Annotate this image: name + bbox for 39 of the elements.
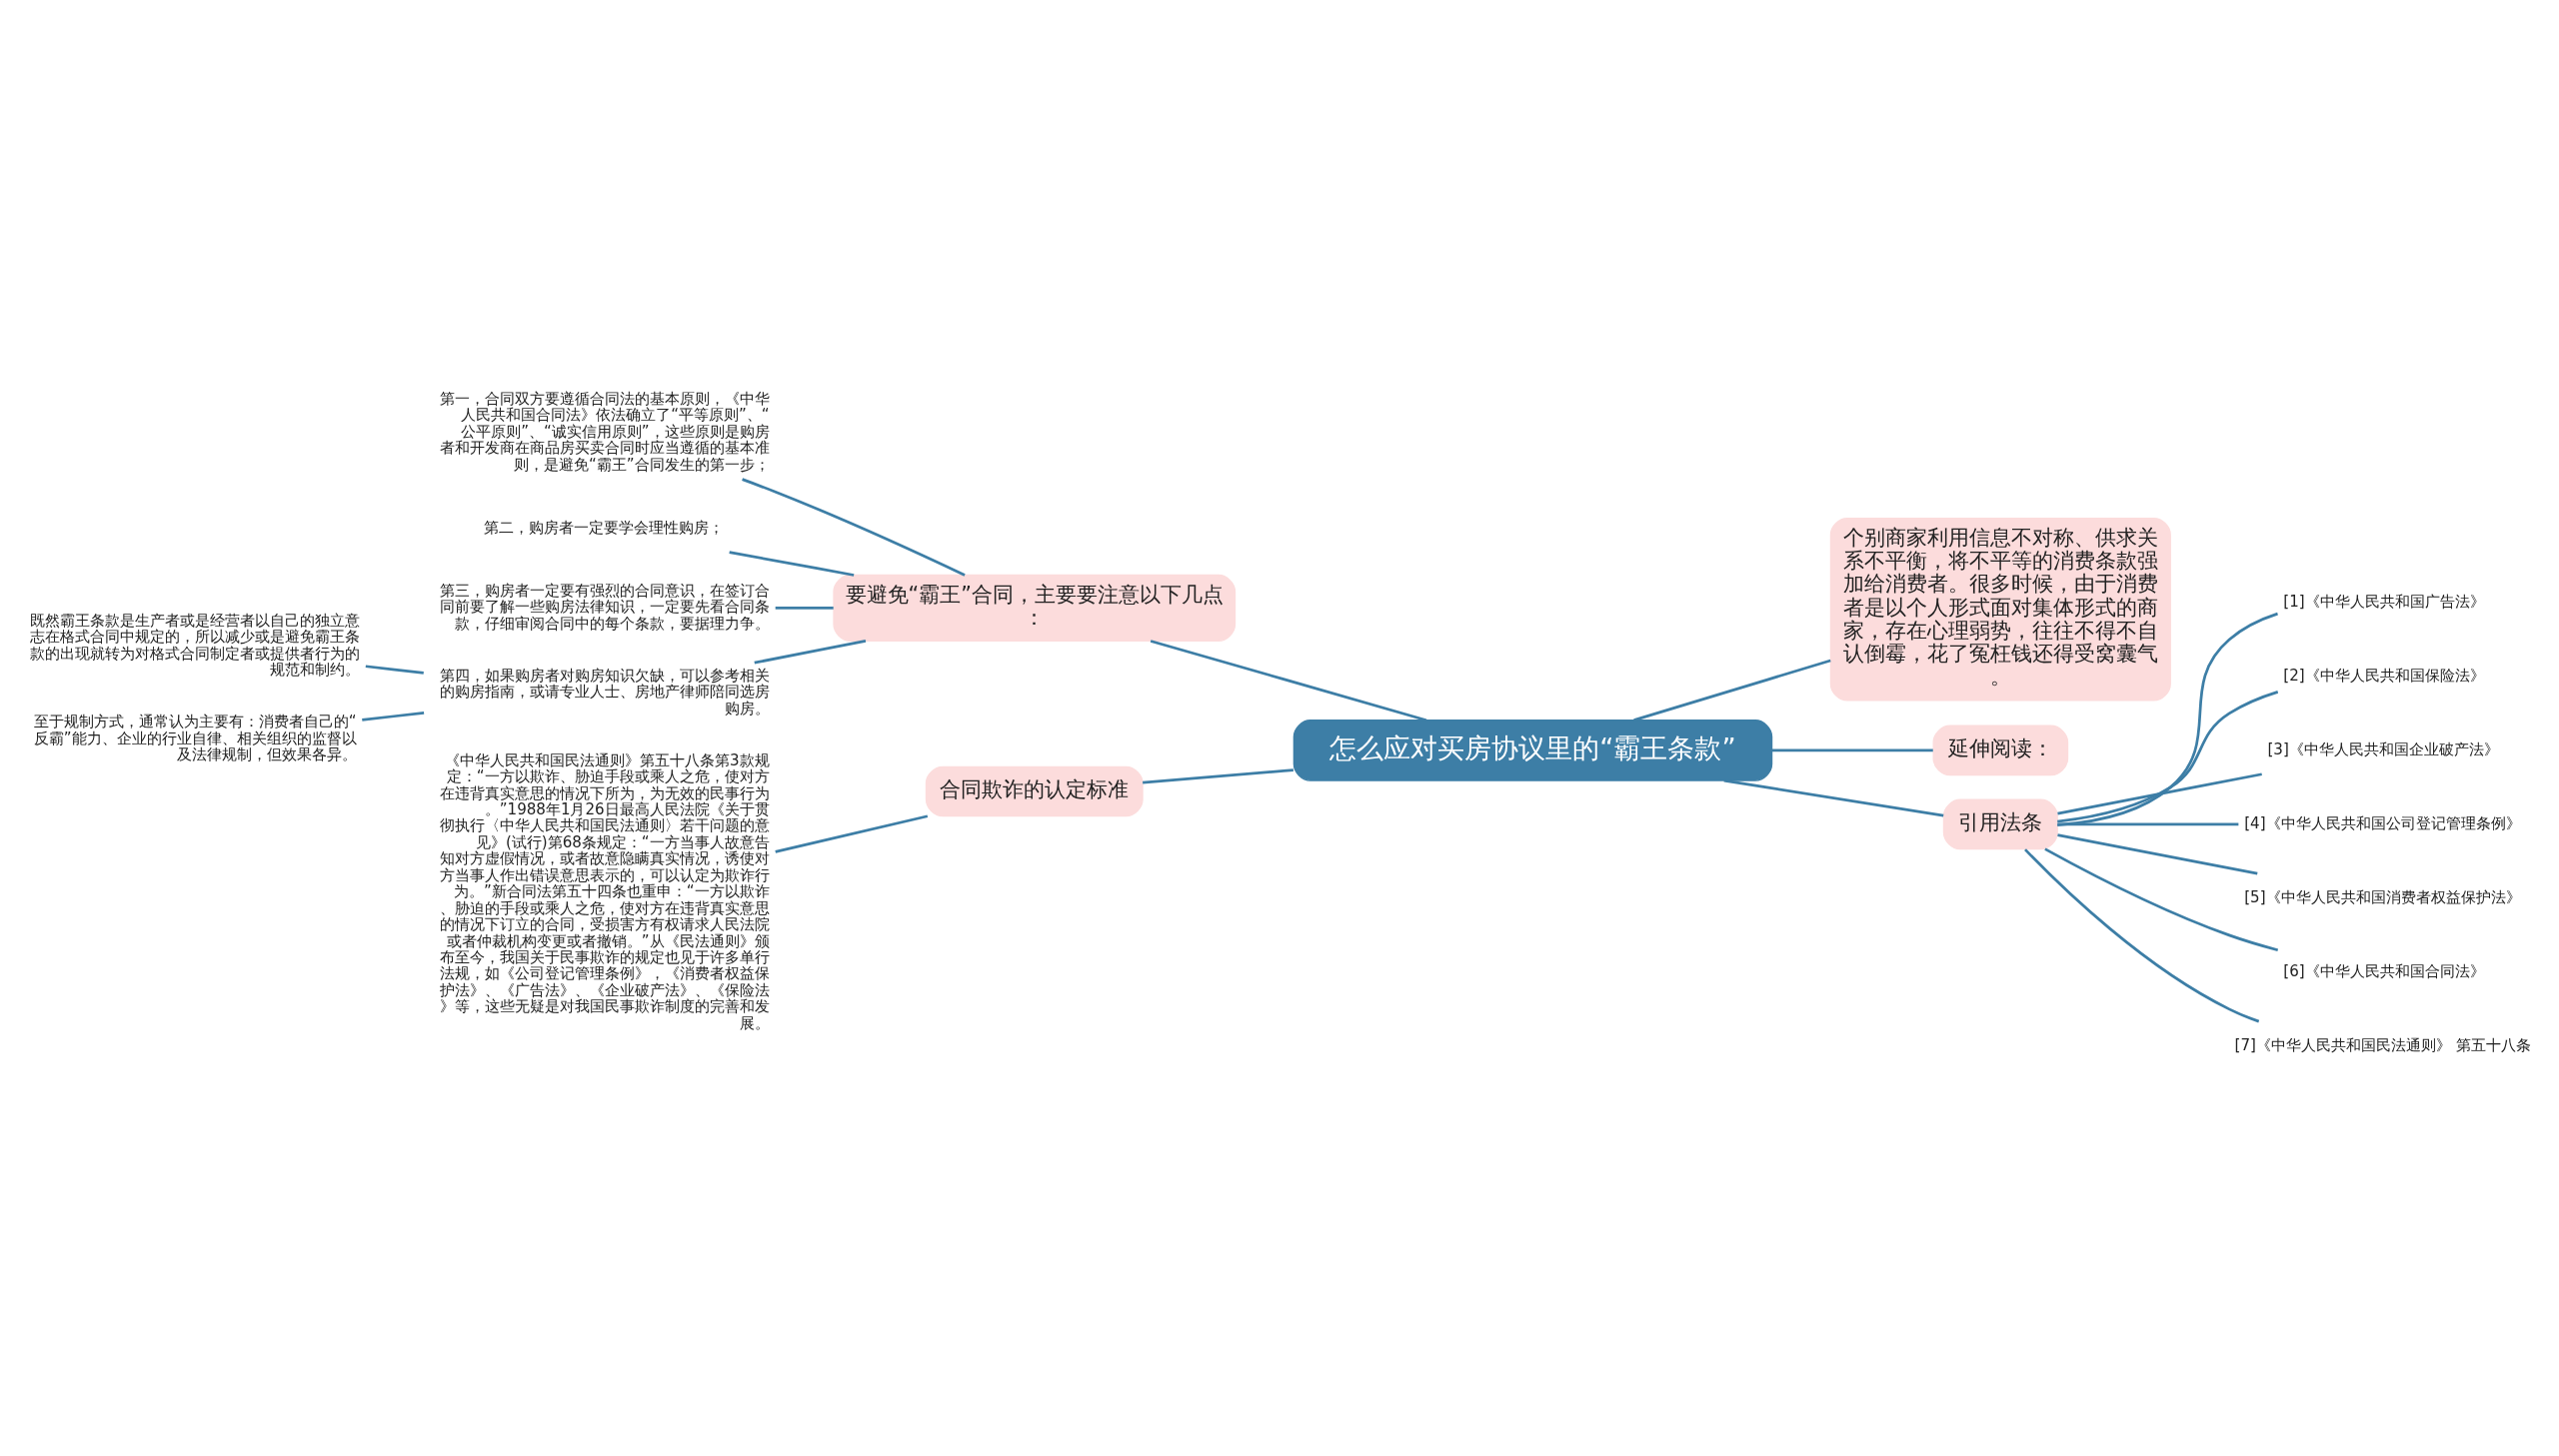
node-text: 第四，如果购房者对购房知识欠缺，可以参考相关的购房指南，或请专业人士、房地产律师陪同选房购房。 xyxy=(439,666,770,718)
connector xyxy=(754,639,867,665)
node-text: 第一，合同双方要遵循合同法的基本原则，《中华人民共和国合同法》依法确立了“平等原则”、“公平原则”、“诚实信用原则”，这些原则是购房者和开发商在商品房买卖合同时应当遵循的基本准则，是避免“霸王”合同发生的第一步； xyxy=(439,389,770,474)
node-box: 要避免“霸王”合同，主要要注意以下几点： xyxy=(833,574,1237,642)
connector xyxy=(2024,847,2260,1022)
connector xyxy=(1633,659,1831,722)
node-text: [2]《中华人民共和国保险法》 xyxy=(2283,666,2485,685)
connector xyxy=(362,711,425,722)
connector xyxy=(729,550,855,577)
node-text: 既然霸王条款是生产者或是经营者以自己的独立意志在格式合同中规定的，所以减少或是避免霸王条款的出现就转为对格式合同制定者或提供者行为的规范和制约。 xyxy=(29,611,360,679)
connector xyxy=(2057,832,2258,875)
connector xyxy=(2044,846,2279,951)
node-text: [4]《中华人民共和国公司登记管理条例》 xyxy=(2244,813,2521,832)
node-box: 延伸阅读： xyxy=(1932,725,2069,775)
node-text: [7]《中华人民共和国民法通则》 第五十八条 xyxy=(2234,1035,2531,1054)
connector xyxy=(1143,767,1293,784)
node-box: 合同欺诈的认定标准 xyxy=(925,765,1144,816)
connector xyxy=(2057,822,2239,825)
connector xyxy=(365,664,424,675)
connector xyxy=(775,606,834,610)
node-text: 第二，购房者一定要学会理性购房； xyxy=(483,518,724,537)
node-box: 个别商家利用信息不对称、供求关系不平衡，将不平等的消费条款强加给消费者。很多时候，由于消费者是以个人形式面对集体形式的商家，存在心理弱势，往往不得不自认倒霉，花了冤枉钱还得受窝囊气。 xyxy=(1829,517,2171,702)
node-text: 第三，购房者一定要有强烈的合同意识，在签订合同前要了解一些购房法律知识，一定要先看合同条款，仔细审阅合同中的每个条款，要据理力争。 xyxy=(439,581,770,633)
connector xyxy=(2057,690,2279,822)
connector xyxy=(1150,639,1427,722)
node-text: [6]《中华人民共和国合同法》 xyxy=(2283,961,2485,980)
connector xyxy=(2057,771,2262,814)
node-text: [5]《中华人民共和国消费者权益保护法》 xyxy=(2244,887,2521,906)
node-text: 《中华人民共和国民法通则》第五十八条第3款规定：“一方以欺诈、胁迫手段或乘人之危，使对方在违背真实意思的情况下所为，为无效的民事行为。”1988年1月26日最高人民法院《关于贯彻执行〈中华人民共和国民法通则〉若干问题的意见》(试行)第68条规定：“一方当事人故意告知对方虚假情况，或者故意隐瞒真实情况，诱使对方当事人作出错误意思表示的，可以认定为欺诈行为。”新合同法第五十四条也重申：“一方以欺诈、胁迫的手段或乘人之危，使对方在违背真实意思的情况下订立的合同，受损害方有权请求人民法院或者仲裁机构变更或者撤销。”从《民法通则》颁布至今，我国关于民事欺诈的规定也见于许多单行法规，如《公司登记管理条例》，《消费者权益保护法》、《广告法》、《企业破产法》、《保险法》等，这些无疑是对我国民事欺诈制度的完善和发展。 xyxy=(439,750,770,1032)
connector xyxy=(2057,612,2278,826)
connector xyxy=(775,813,929,853)
node-text: [1]《中华人民共和国广告法》 xyxy=(2283,592,2485,611)
node-box: 引用法条 xyxy=(1942,798,2058,849)
node-text: 至于规制方式，通常认为主要有：消费者自己的“反霸”能力、企业的行业自律、相关组织的监督以及法律规制，但效果各异。 xyxy=(33,712,357,763)
connector xyxy=(742,477,966,577)
connector xyxy=(1771,748,1933,751)
node-box: 怎么应对买房协议里的“霸王条款” xyxy=(1292,719,1773,781)
connector xyxy=(1723,778,1944,816)
node-text: [3]《中华人民共和国企业破产法》 xyxy=(2267,739,2499,758)
